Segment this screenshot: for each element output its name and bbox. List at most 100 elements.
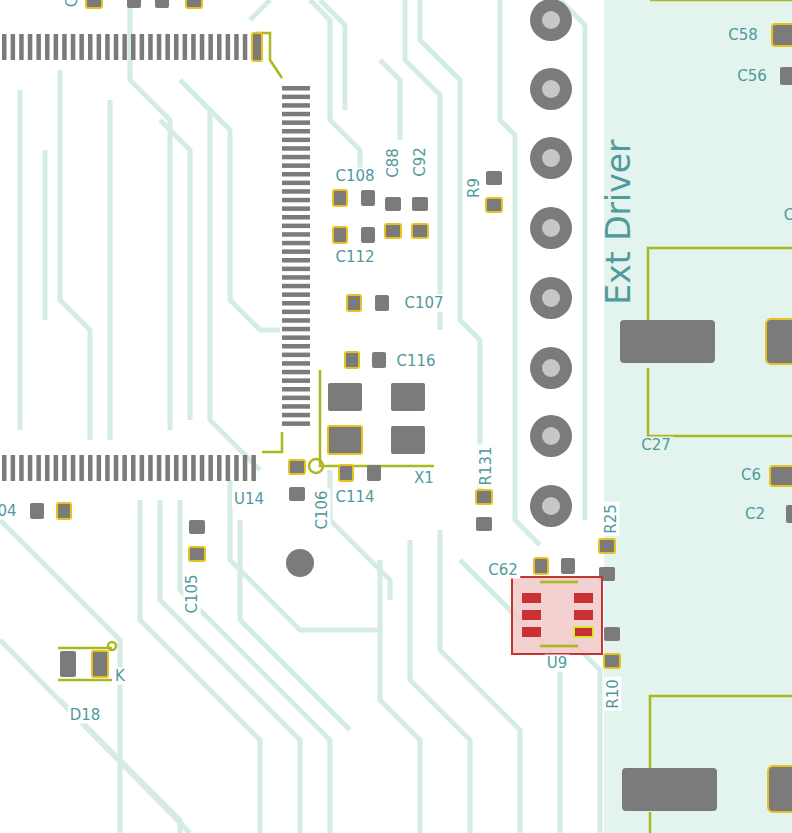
smd-pads: [30, 0, 792, 812]
ic-pin: [282, 361, 310, 366]
ic-pin: [183, 455, 188, 481]
ic-pin: [282, 138, 310, 143]
ic-pin: [282, 198, 310, 203]
reference-designator: C106: [314, 488, 331, 531]
ic-pin: [28, 455, 33, 481]
ic-pin: [282, 112, 310, 117]
ic-pin: [243, 455, 248, 481]
ic-pin: [282, 163, 310, 168]
ic-pins: [2, 34, 310, 481]
ic-pin: [131, 34, 136, 60]
ic-pin: [282, 146, 310, 151]
traces: [0, 0, 600, 833]
ic-pin: [226, 455, 231, 481]
reference-designator: C114: [333, 489, 376, 506]
reference-designator: R131: [478, 444, 495, 487]
ic-pin: [282, 215, 310, 220]
ic-pin: [217, 34, 222, 60]
ic-pin: [282, 327, 310, 332]
ic-pin: [282, 318, 310, 323]
ic-pin: [11, 455, 16, 481]
ic-pin: [282, 249, 310, 254]
reference-designator: R10: [605, 677, 622, 711]
reference-designator: C116: [394, 353, 437, 370]
ic-pin: [208, 34, 213, 60]
ic-pin: [157, 34, 162, 60]
ic-pin: [148, 455, 153, 481]
ic-pin: [282, 421, 310, 426]
ic-pin: [122, 455, 127, 481]
ic-pin: [140, 34, 145, 60]
ic-pin: [174, 455, 179, 481]
ic-pin: [2, 34, 7, 60]
ic-pin: [88, 455, 93, 481]
reference-designator: C62: [486, 562, 520, 579]
ic-pin: [282, 189, 310, 194]
ic-pin: [282, 258, 310, 263]
ic-pin: [234, 455, 239, 481]
reference-designator: D18: [68, 707, 103, 724]
ic-pin: [165, 455, 170, 481]
ic-pin: [148, 34, 153, 60]
ic-pin: [131, 455, 136, 481]
ic-pin: [200, 455, 205, 481]
ic-pin: [45, 34, 50, 60]
ic-pin: [282, 284, 310, 289]
ic-pin: [2, 455, 7, 481]
reference-designator: C107: [402, 295, 445, 312]
reference-designator: C108: [333, 168, 376, 185]
copper-zone: [604, 0, 792, 833]
ic-pin: [251, 455, 256, 481]
ic-pin: [282, 129, 310, 134]
reference-designator: C105: [184, 572, 201, 615]
ic-pin: [114, 34, 119, 60]
ic-pin: [282, 181, 310, 186]
reference-designator: U14: [232, 491, 266, 508]
ic-pin: [282, 335, 310, 340]
ic-pin: [282, 120, 310, 125]
ic-pin: [234, 34, 239, 60]
ic-pin: [200, 34, 205, 60]
reference-designator: C112: [333, 249, 376, 266]
ic-pin: [36, 455, 41, 481]
ic-pin: [191, 34, 196, 60]
reference-designator: C92: [412, 145, 429, 179]
ic-pin: [191, 455, 196, 481]
ic-pin: [54, 34, 59, 60]
ic-pin: [226, 34, 231, 60]
reference-designator: C58: [726, 27, 760, 44]
ic-pin: [282, 344, 310, 349]
ic-pin: [183, 34, 188, 60]
ic-pin: [79, 455, 84, 481]
ic-pin: [105, 455, 110, 481]
ic-pin: [19, 455, 24, 481]
ic-pin: [28, 34, 33, 60]
ic-pin: [282, 155, 310, 160]
ic-pin: [97, 455, 102, 481]
ic-pin: [282, 103, 310, 108]
ic-pin: [282, 86, 310, 91]
ic-pin: [97, 34, 102, 60]
highlighted-ic: [512, 577, 602, 654]
ic-pin: [282, 404, 310, 409]
ic-pin: [62, 455, 66, 481]
ic-pin: [54, 455, 59, 481]
reference-designator: C56: [735, 68, 769, 85]
ic-pin: [282, 301, 310, 306]
reference-designator: C88: [385, 146, 402, 180]
reference-designator: K: [113, 668, 127, 685]
ic-pin: [282, 232, 310, 237]
ic-pin: [157, 455, 162, 481]
ic-pin: [105, 34, 110, 60]
reference-designator: C27: [639, 437, 673, 454]
ic-pin: [282, 396, 310, 401]
reference-designator: X1: [412, 470, 436, 487]
ic-pin: [282, 206, 310, 211]
reference-designator: 04: [0, 503, 19, 520]
ic-pin: [88, 34, 93, 60]
silkscreen-outline: [58, 0, 792, 833]
ic-pin: [79, 34, 84, 60]
ic-pin: [282, 378, 310, 383]
ic-pin: [36, 34, 41, 60]
